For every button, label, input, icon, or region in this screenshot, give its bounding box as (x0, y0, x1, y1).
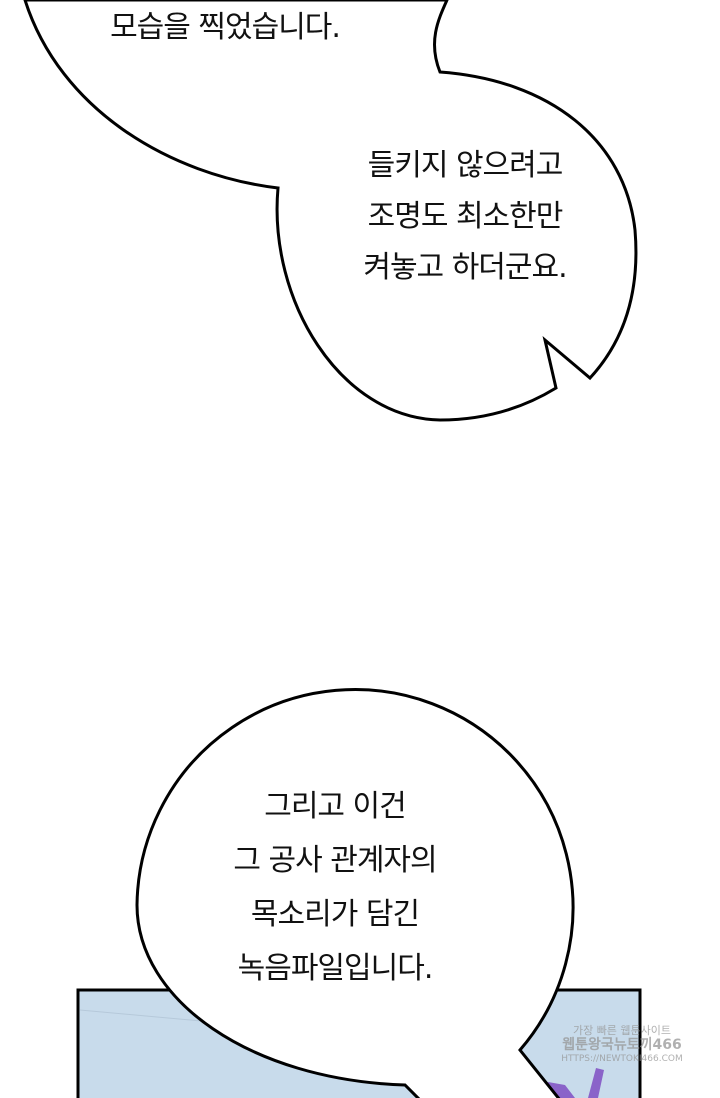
watermark: 가장 빠른 웹툰사이트 웹툰왕국뉴토끼466 HTTPS://NEWTOKI46… (552, 1024, 692, 1066)
purple-stroke (540, 1068, 604, 1098)
text-line: 켜놓고 하더군요. (363, 250, 567, 285)
watermark-line: 가장 빠른 웹툰사이트 (572, 1024, 672, 1037)
text-line: 들키지 않으려고 (367, 148, 564, 183)
speech-bubble-bottom (135, 688, 575, 1098)
bubble-1-text: 모습을 찍었습니다. (60, 2, 390, 53)
text-line: 그 공사 관계자의 (233, 843, 437, 878)
watermark-line: 웹툰왕국뉴토끼466 (562, 1037, 682, 1053)
text-line: 그리고 이건 (264, 789, 407, 824)
text-line: 조명도 최소한만 (367, 199, 564, 234)
text-line: 모습을 찍었습니다. (110, 10, 341, 45)
speech-bubble-top (23, 0, 638, 422)
bubble-3-text: 그리고 이건 그 공사 관계자의 목소리가 담긴 녹음파일입니다. (185, 780, 485, 996)
text-line: 녹음파일입니다. (237, 951, 434, 986)
bubble-2-text: 들키지 않으려고 조명도 최소한만 켜놓고 하더군요. (315, 140, 615, 293)
watermark-line: HTTPS://NEWTOKI466.COM (561, 1054, 683, 1064)
text-line: 목소리가 담긴 (250, 897, 420, 932)
